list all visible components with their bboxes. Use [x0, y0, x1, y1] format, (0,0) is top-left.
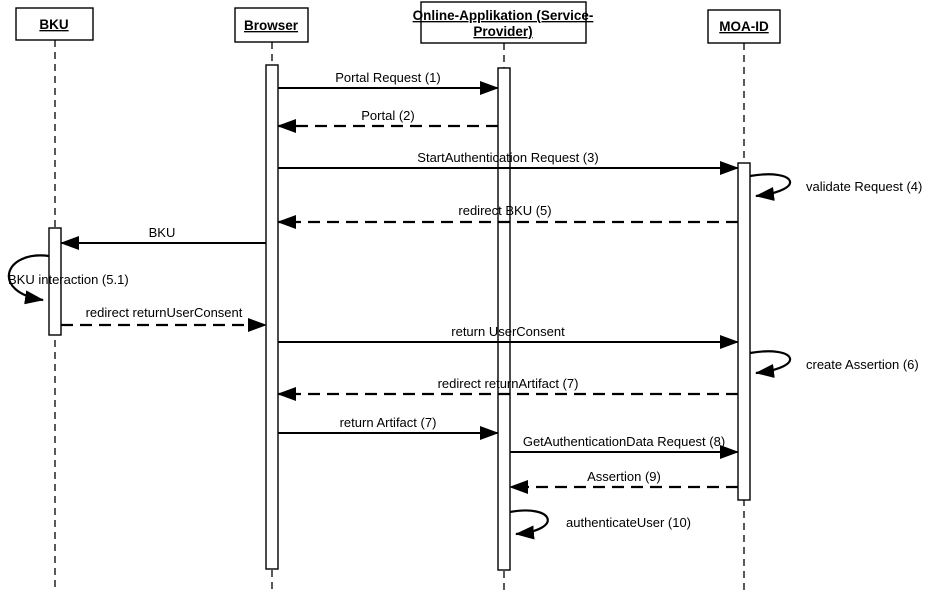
selfloop-arrow-create-assertion: [749, 350, 791, 378]
lifeline-head-bku: [15, 7, 94, 41]
message-label-return-artifact: return Artifact (7): [340, 415, 437, 430]
message-label-redirect-returnuserconsent: redirect returnUserConsent: [86, 305, 243, 320]
selfloop-arrow-bku-interaction: [7, 254, 50, 305]
message-label-assertion: Assertion (9): [587, 469, 661, 484]
selfloop-label-validate-request: validate Request (4): [806, 179, 922, 194]
lifeline-head-browser: [234, 7, 309, 43]
selfloop-arrow-authenticateuser: [509, 509, 549, 540]
message-label-startauthentication-request: StartAuthentication Request (3): [417, 150, 598, 165]
lifeline-head-online-applikation-label-line2: Provider): [473, 24, 532, 39]
message-label-redirect-bku: redirect BKU (5): [458, 203, 551, 218]
selfloop-label-authenticateuser: authenticateUser (10): [566, 515, 691, 530]
message-label-bku: BKU: [149, 225, 176, 240]
activation-bar-bku: [48, 227, 62, 336]
message-label-portal: Portal (2): [361, 108, 414, 123]
message-label-return-userconsent: return UserConsent: [451, 324, 565, 339]
lifeline-head-moa-id: [707, 9, 781, 44]
lifeline-head-browser-label: Browser: [244, 18, 299, 33]
activation-bar-moa-id: [737, 162, 751, 501]
lifeline-head-bku-label: BKU: [39, 17, 68, 32]
activation-bar-online-applikation: [497, 67, 511, 571]
lifeline-head-online-applikation: [420, 1, 587, 44]
message-label-getauthenticationdata-request: GetAuthenticationData Request (8): [523, 434, 725, 449]
selfloop-label-bku-interaction: BKU interaction (5.1): [8, 272, 129, 287]
lifeline-head-moa-id-label: MOA-ID: [719, 19, 769, 34]
activation-bar-browser: [265, 64, 279, 570]
lifeline-head-online-applikation-label-line1: Online-Applikation (Service-: [413, 8, 594, 23]
message-label-portal-request: Portal Request (1): [335, 70, 441, 85]
message-label-redirect-returnartifact: redirect returnArtifact (7): [438, 376, 579, 391]
selfloop-label-create-assertion: create Assertion (6): [806, 357, 919, 372]
selfloop-arrow-validate-request: [749, 173, 791, 201]
